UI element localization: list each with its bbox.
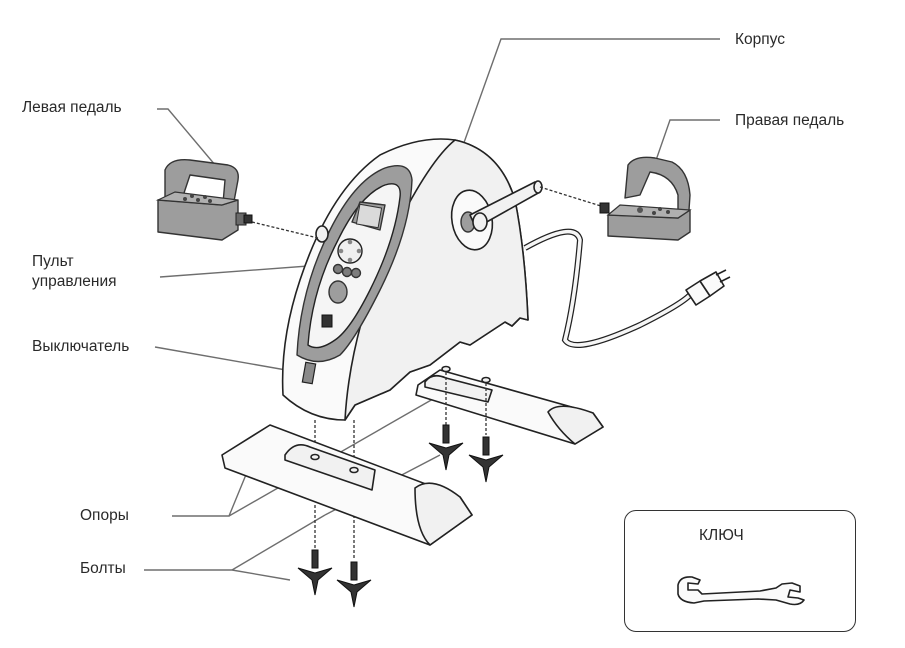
bolt-4 (468, 436, 504, 483)
leader-line-bolts (144, 569, 291, 581)
panel-button-2 (341, 266, 353, 278)
leader-line-right-pedal (653, 119, 720, 167)
bolt-3 (428, 424, 464, 471)
label-key: КЛЮЧ (699, 527, 744, 544)
leader-line-bolts-2 (231, 514, 326, 571)
leader-line-switch (154, 346, 304, 374)
label-supports: Опоры (80, 507, 129, 524)
wrench-icon (677, 576, 805, 606)
right-support-foot (415, 365, 604, 445)
label-control-panel-line2: управления (32, 273, 117, 290)
power-switch (301, 361, 317, 385)
leader-line-body (455, 38, 720, 166)
right-pedal (599, 156, 692, 241)
left-support-foot (221, 424, 473, 546)
bolt-2 (336, 561, 372, 608)
key-inset-box (624, 510, 856, 632)
power-cord (523, 228, 731, 348)
panel-button-3 (350, 267, 362, 279)
leader-line-left-pedal (157, 108, 222, 173)
label-right-pedal: Правая педаль (735, 112, 845, 129)
panel-button-1 (332, 263, 344, 275)
label-left-pedal: Левая педаль (22, 99, 122, 116)
panel-main-button (328, 280, 348, 304)
directional-pad (337, 238, 363, 264)
display-screen (355, 203, 383, 229)
label-control-panel-line1: Пульт (32, 253, 74, 270)
left-pedal (155, 159, 253, 241)
bolts (297, 424, 504, 608)
label-switch: Выключатель (32, 338, 130, 355)
label-body: Корпус (735, 31, 785, 48)
panel-knob (321, 314, 333, 328)
label-bolts: Болты (80, 560, 126, 577)
main-housing (281, 138, 543, 421)
bolt-1 (297, 549, 333, 596)
